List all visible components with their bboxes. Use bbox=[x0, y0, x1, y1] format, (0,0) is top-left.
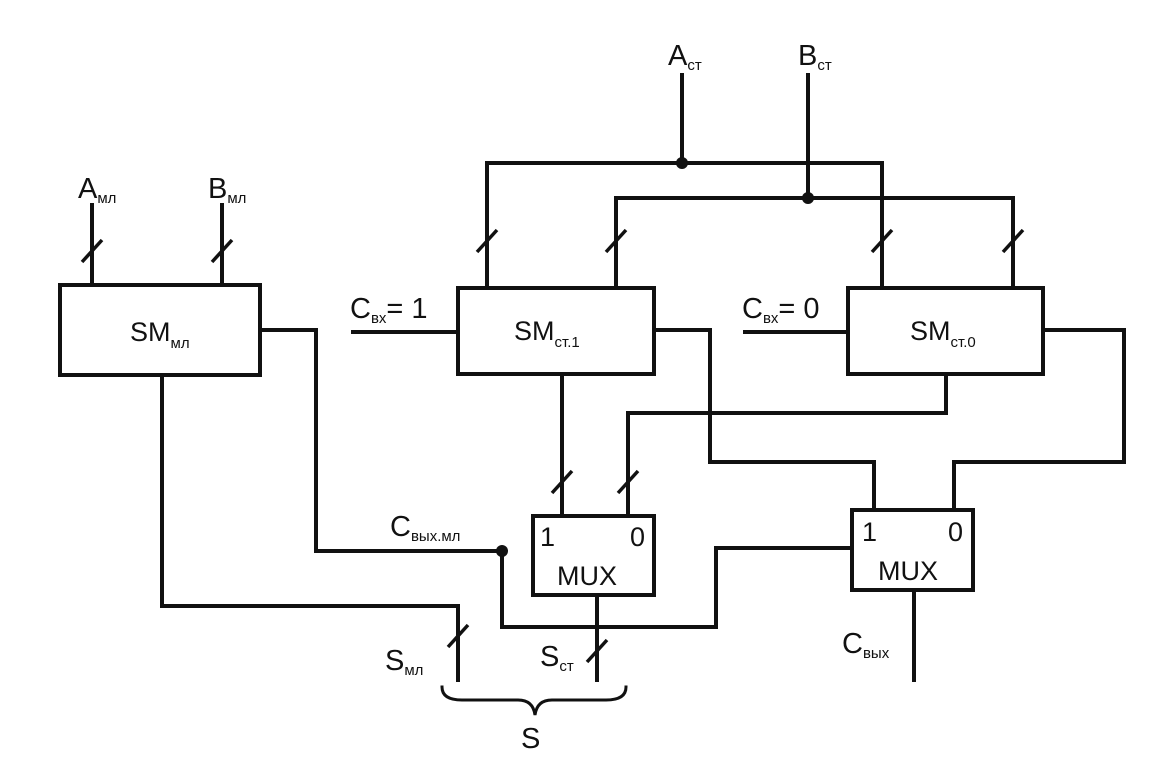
bus-slashes bbox=[80, 228, 1025, 664]
sm-ml-label: SMмл bbox=[130, 317, 190, 352]
slash-s-st bbox=[585, 638, 609, 664]
label-b-st: Bст bbox=[798, 40, 832, 74]
sm-st0-label: SMст.0 bbox=[910, 316, 976, 351]
label-a-st: Aст bbox=[668, 40, 702, 74]
label-c-out: Cвых bbox=[842, 628, 890, 662]
mux1-in0-label: 0 bbox=[630, 522, 645, 552]
slash-a-ml bbox=[80, 238, 104, 264]
wire-s-ml bbox=[160, 374, 460, 682]
label-c-in-1: Cвх= 1 bbox=[350, 293, 428, 327]
mux1-in1-label: 1 bbox=[540, 522, 555, 552]
slash-b-ml bbox=[210, 238, 234, 264]
bus-a-st bbox=[485, 161, 884, 290]
mux2-in1-label: 1 bbox=[862, 517, 877, 547]
label-c-in-0: Cвх= 0 bbox=[742, 293, 820, 327]
slash-a-st1 bbox=[475, 228, 499, 254]
wire-c-out-ml bbox=[258, 328, 504, 553]
sm-st1-block: SMст.1 bbox=[456, 286, 656, 376]
slash-b-st1 bbox=[604, 228, 628, 254]
label-a-ml: Aмл bbox=[78, 173, 116, 207]
sm-st1-label: SMст.1 bbox=[514, 316, 580, 351]
slash-mux-in1 bbox=[550, 469, 574, 495]
label-b-ml: Bмл bbox=[208, 173, 246, 207]
wire-carry-st0 bbox=[952, 328, 1126, 512]
wires bbox=[90, 73, 1126, 716]
label-s-total: S bbox=[521, 723, 540, 755]
brace-s bbox=[440, 685, 628, 716]
junction-c-out-ml bbox=[496, 545, 508, 557]
mux2-in0-label: 0 bbox=[948, 517, 963, 547]
slash-s-ml bbox=[446, 623, 470, 649]
sm-st0-block: SMст.0 bbox=[846, 286, 1045, 376]
mux2-label: MUX bbox=[878, 556, 938, 586]
slash-b-st0 bbox=[1001, 228, 1025, 254]
slash-mux-in0 bbox=[616, 469, 640, 495]
label-s-ml: Sмл bbox=[385, 645, 423, 679]
wire-sum-st0 bbox=[626, 373, 948, 518]
bus-b-st bbox=[614, 196, 1015, 290]
mux1-block: 1 0 MUX bbox=[531, 514, 656, 597]
label-c-out-ml: Cвых.мл bbox=[390, 511, 460, 545]
slash-a-st0 bbox=[870, 228, 894, 254]
junction-a-st bbox=[676, 157, 688, 169]
wire-carry-st1 bbox=[652, 328, 876, 512]
label-s-st: Sст bbox=[540, 641, 574, 675]
mux2-block: 1 0 MUX bbox=[850, 508, 975, 592]
mux1-label: MUX bbox=[557, 561, 617, 591]
junction-b-st bbox=[802, 192, 814, 204]
wire-c-out-ml-branch bbox=[500, 546, 854, 629]
sm-ml-block: SMмл bbox=[58, 283, 262, 377]
